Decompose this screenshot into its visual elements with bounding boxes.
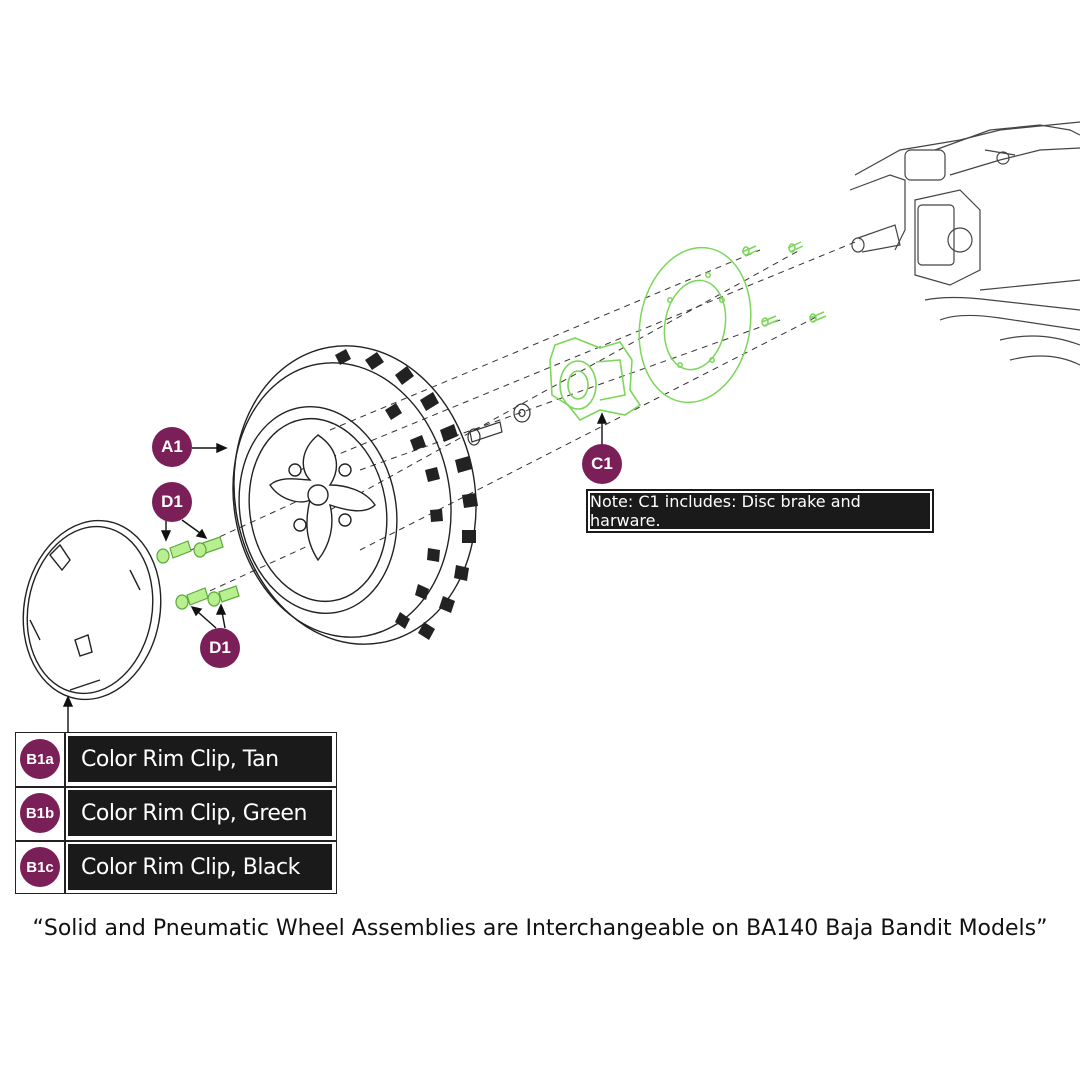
leader-arrows — [62, 412, 608, 732]
rim-screws — [156, 536, 240, 610]
frame-bracket-assembly — [849, 121, 1080, 366]
disc-brake-rotor — [638, 246, 752, 404]
legend-separator — [16, 786, 336, 788]
callout-b1c: B1c — [20, 847, 60, 887]
callout-b1b: B1b — [20, 793, 60, 833]
legend-label-b1c: Color Rim Clip, Black — [68, 844, 332, 890]
callout-b1a: B1a — [20, 739, 60, 779]
interchangeability-footnote: “Solid and Pneumatic Wheel Assemblies ar… — [32, 916, 1048, 941]
rotor-screws — [741, 241, 827, 327]
legend-label-b1a: Color Rim Clip, Tan — [68, 736, 332, 782]
assembly-axis-lines — [179, 239, 861, 601]
wheel-hub — [549, 337, 642, 422]
legend-row-b1a: B1a Color Rim Clip, Tan — [16, 733, 336, 786]
legend-row-b1c: B1c Color Rim Clip, Black — [16, 841, 336, 894]
wheel-rim — [269, 434, 376, 562]
wheel-tire — [232, 345, 477, 645]
tire-tread — [335, 349, 478, 640]
callout-a1: A1 — [152, 427, 192, 467]
legend-divider — [64, 733, 66, 893]
callout-c1: C1 — [582, 444, 622, 484]
rim-clip — [22, 519, 162, 701]
axle-hardware — [467, 403, 531, 446]
callout-d1-top: D1 — [152, 482, 192, 522]
rim-clip-legend: B1a Color Rim Clip, Tan B1b Color Rim Cl… — [15, 732, 337, 894]
legend-row-b1b: B1b Color Rim Clip, Green — [16, 787, 336, 840]
legend-separator — [16, 840, 336, 842]
callout-d1-bottom: D1 — [200, 628, 240, 668]
hub-note: Note: C1 includes: Disc brake and harwar… — [586, 489, 934, 533]
legend-label-b1b: Color Rim Clip, Green — [68, 790, 332, 836]
